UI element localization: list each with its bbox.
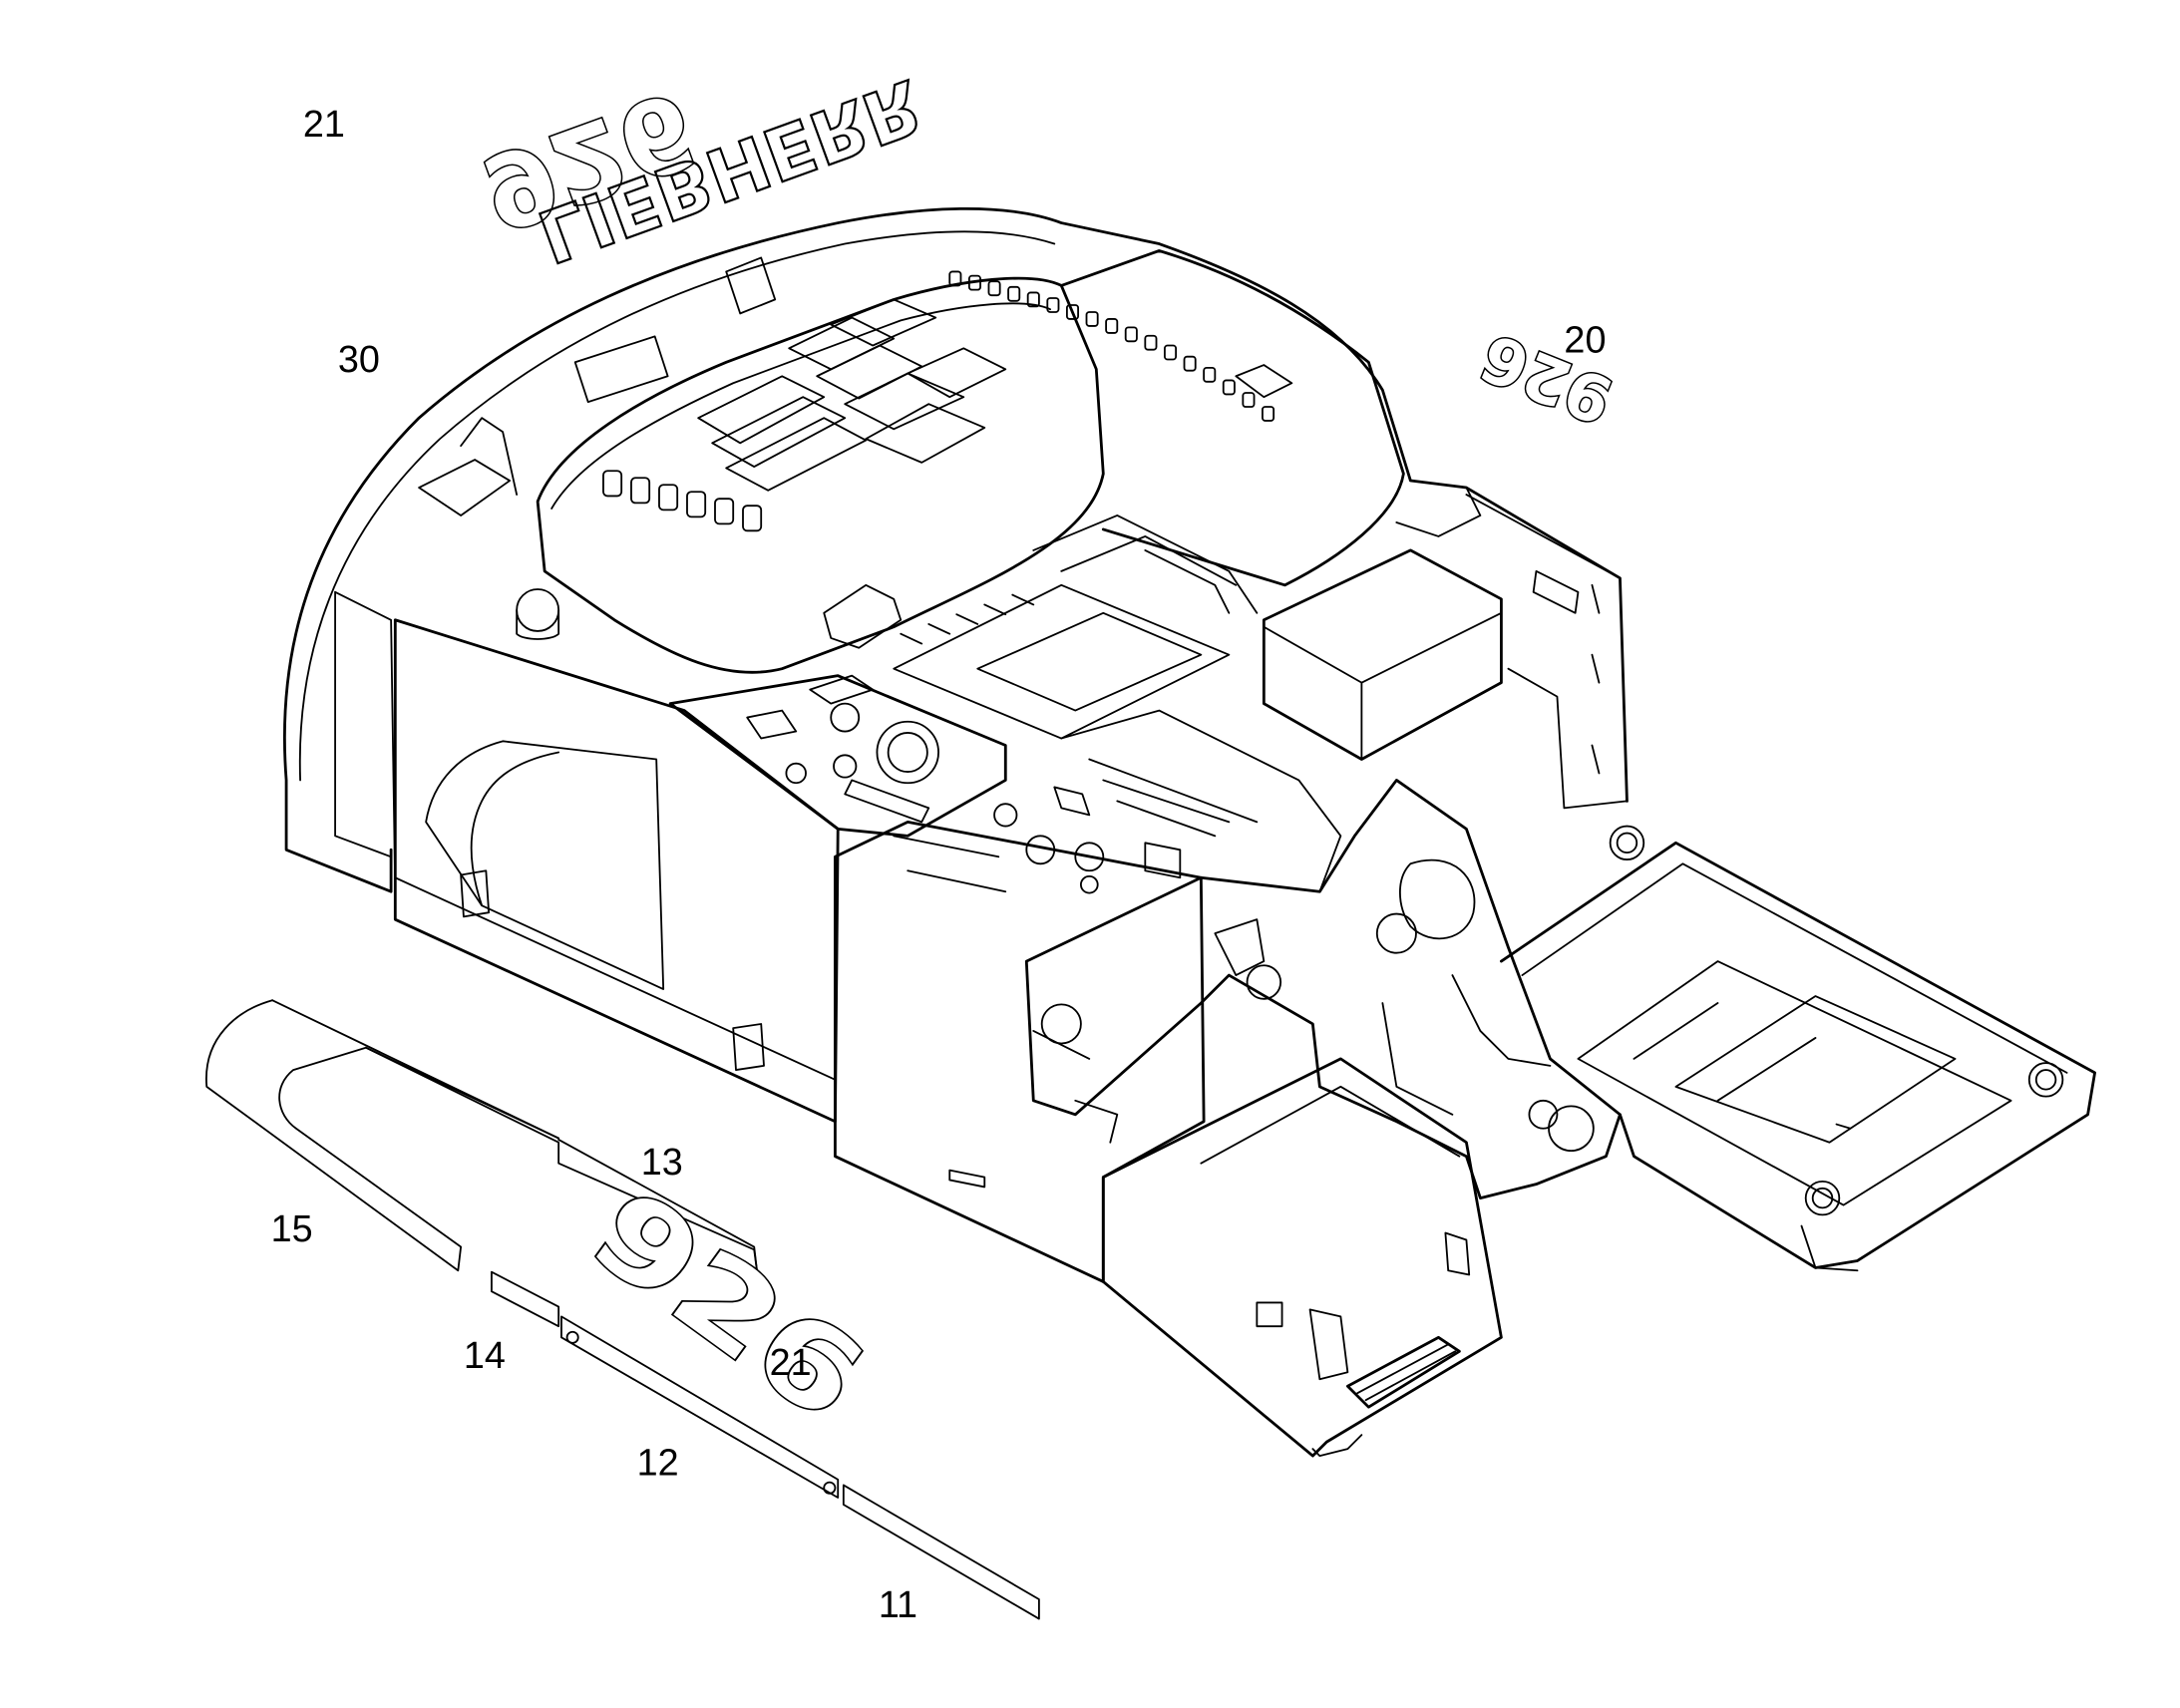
access-step: [1345, 1335, 1461, 1409]
hood-louvers: [602, 298, 1007, 532]
decal-15: [205, 999, 758, 1272]
callout-20: 20: [1564, 320, 1606, 362]
callout-21-bottom: 21: [770, 1342, 812, 1384]
cooler-box: [1262, 548, 1503, 761]
callout-11: 11: [879, 1584, 917, 1626]
decal-13: [557, 1139, 758, 1272]
tank-block: [668, 674, 1007, 838]
callout-13: 13: [641, 1142, 683, 1184]
engine-hood: [536, 276, 1105, 674]
uppercarriage-drawing: [283, 207, 2096, 1458]
decal-11: [842, 1484, 1040, 1620]
counterweight-box: [1101, 1057, 1503, 1458]
callout-14: 14: [464, 1335, 506, 1377]
decal-lettering: 926 LIEBHERR 926 926: [465, 62, 1625, 1449]
decal-strips: [205, 999, 1040, 1620]
callouts: 21 30 20 13 15 14 21 12 11: [271, 104, 1607, 1626]
callout-21-top: 21: [303, 104, 345, 146]
decal-14: [491, 1270, 560, 1328]
cover-slots: [948, 270, 1293, 422]
callout-12: 12: [637, 1443, 679, 1485]
callout-30: 30: [338, 339, 380, 381]
callout-15: 15: [271, 1208, 313, 1250]
housing-outline: [283, 207, 1629, 893]
decal-12: [560, 1315, 840, 1499]
side-panel-middle: [834, 820, 1206, 1283]
centre-frame: [1024, 779, 1622, 1200]
hood-handle: [823, 583, 903, 649]
decal-model-side: 926: [567, 1164, 888, 1447]
front-tray: [1500, 841, 2096, 1269]
side-panel-left: [393, 618, 840, 1124]
